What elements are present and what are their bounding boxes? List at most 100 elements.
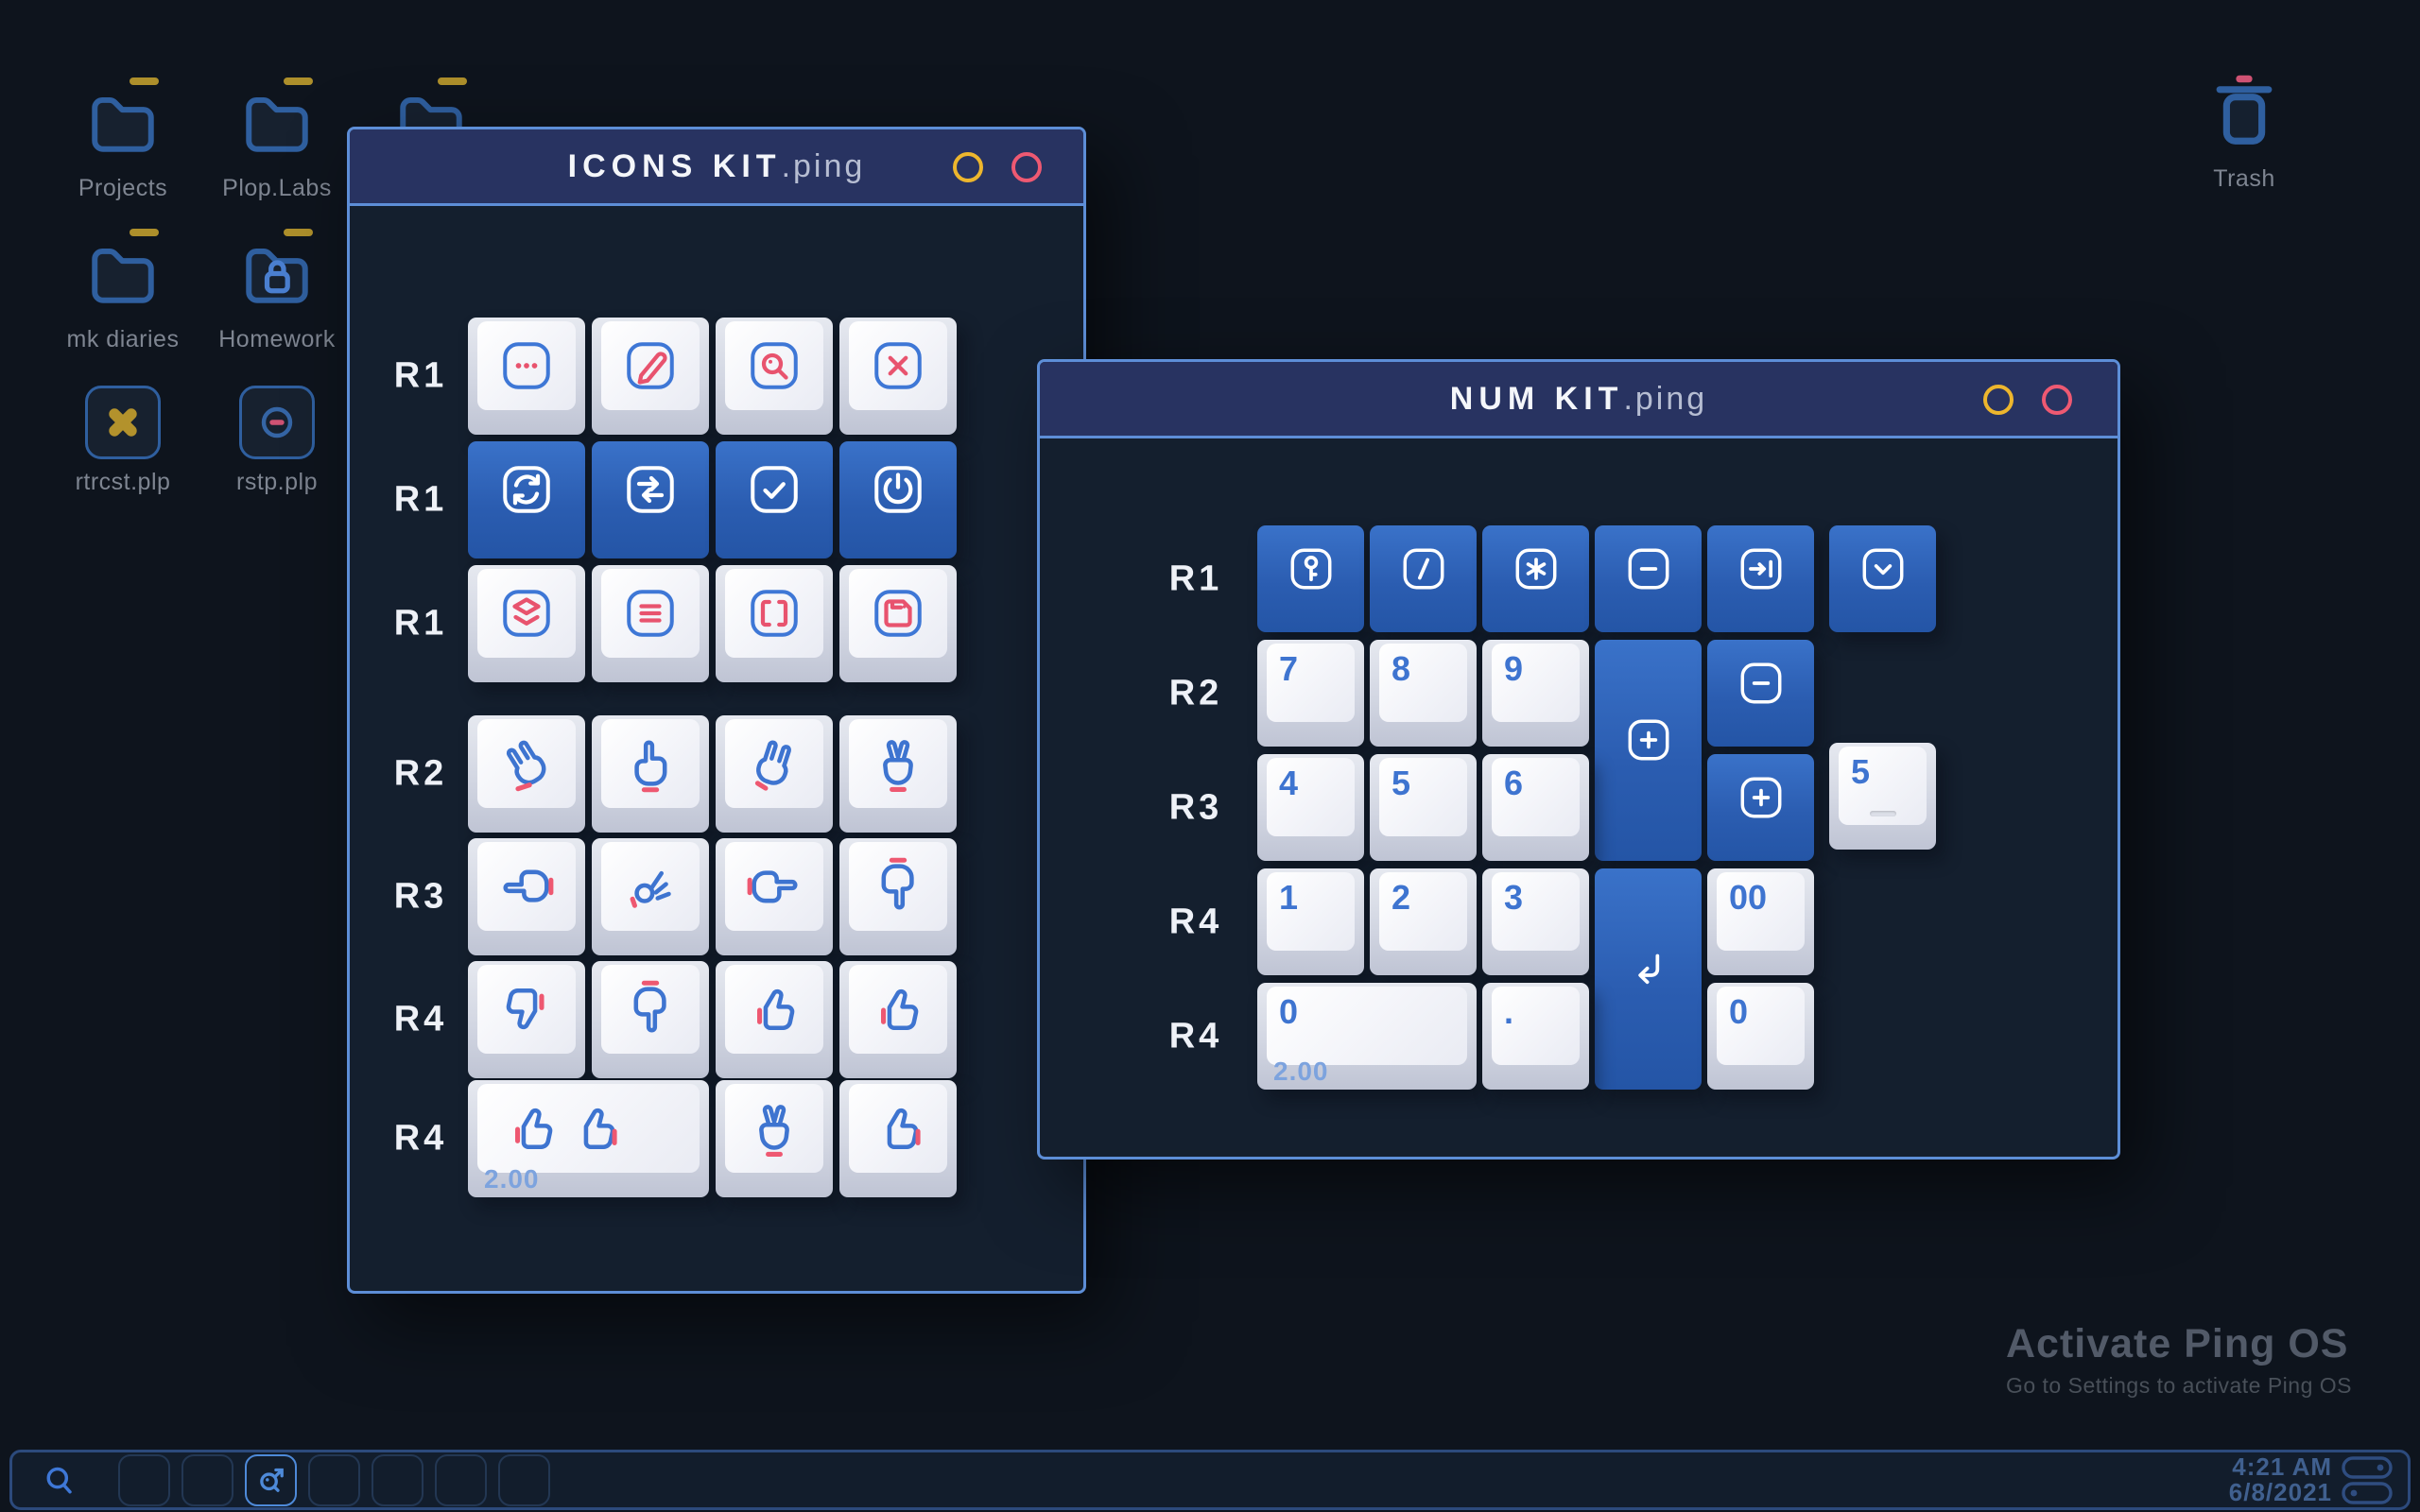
- minimize-button[interactable]: [1983, 385, 2014, 415]
- desktop-icon-label: Plop.Labs: [222, 175, 332, 201]
- search-icon: [751, 342, 798, 389]
- taskbar-slot[interactable]: [308, 1453, 360, 1506]
- desktop-icon-plop-labs[interactable]: Plop.Labs: [192, 77, 362, 202]
- keycap-tab: [1707, 525, 1814, 632]
- search-icon[interactable]: [39, 1460, 80, 1506]
- row-label: R2: [393, 753, 448, 794]
- keycap-slash: [1370, 525, 1477, 632]
- close-button[interactable]: [2042, 385, 2072, 415]
- titlebar-icons-kit[interactable]: ICONS KIT.ping: [350, 129, 1083, 206]
- keycap-hand-thumbs-down: [468, 961, 585, 1078]
- keycap-legend: .: [1504, 992, 1514, 1031]
- close-button[interactable]: [1011, 152, 1042, 182]
- key-icon: [1290, 548, 1331, 589]
- titlebar-num-kit[interactable]: NUM KIT.ping: [1040, 362, 2118, 438]
- clock-date: 6/8/2021: [2228, 1478, 2332, 1506]
- keycap-layers: [468, 565, 585, 682]
- hand-point-down-icon: [881, 857, 914, 910]
- keycap-crop: [716, 565, 833, 682]
- row-label: R1: [1168, 558, 1223, 598]
- activate-watermark: Activate Ping OS Go to Settings to activ…: [2006, 1321, 2352, 1399]
- keycap-5: 5: [1370, 754, 1477, 861]
- toggle-icon[interactable]: [2342, 1455, 2393, 1479]
- keycap-legend: 3: [1504, 878, 1524, 917]
- row-label: R4: [1168, 902, 1223, 941]
- folder-tab: [130, 229, 159, 236]
- window-title: NUM KIT.ping: [1449, 380, 1708, 417]
- keycap-hand-point-down: [592, 961, 709, 1078]
- taskbar-slot[interactable]: [372, 1453, 424, 1506]
- keycap-legend: 6: [1504, 764, 1524, 802]
- keycap-legend: 1: [1279, 878, 1299, 917]
- keycap-0: 0: [1707, 983, 1814, 1090]
- keycap-legend: 5: [1392, 764, 1411, 802]
- keycap-check: [716, 441, 833, 558]
- folder-tab: [130, 77, 159, 85]
- desktop-icon-label: Trash: [2213, 165, 2275, 192]
- taskbar: 4:21 AM 6/8/2021: [9, 1450, 2411, 1510]
- window-title: ICONS KIT.ping: [567, 147, 866, 184]
- keycap-6: 6: [1482, 754, 1589, 861]
- keycap-ellipsis: [468, 318, 585, 435]
- taskbar-slot[interactable]: [498, 1453, 550, 1506]
- enter-icon: [1637, 954, 1659, 985]
- toggle-icon[interactable]: [2342, 1481, 2393, 1504]
- folder-icon: [92, 96, 154, 152]
- desktop-icon-projects[interactable]: Projects: [38, 77, 208, 202]
- hand-thumbs-up-l-icon: [515, 1108, 553, 1149]
- hand-peace-icon: [759, 1105, 789, 1157]
- desktop-icon-homework[interactable]: Homework: [192, 229, 362, 353]
- keycap-hand-point-up: [592, 715, 709, 833]
- desktop-icon-mk-diaries[interactable]: mk diaries: [38, 229, 208, 353]
- desktop-icon-trash[interactable]: Trash: [2159, 70, 2329, 193]
- pencil-icon: [627, 342, 674, 389]
- hand-point-left-icon: [503, 869, 554, 902]
- keycap-swap: [592, 441, 709, 558]
- hand-thumbs-up-l-icon: [757, 988, 795, 1030]
- keycap-.: .: [1482, 983, 1589, 1090]
- chevron-down-icon: [1862, 548, 1903, 589]
- taskbar-slot[interactable]: [182, 1453, 233, 1506]
- menu-icon: [627, 590, 674, 637]
- desktop-icon-rtrcst-plp[interactable]: rtrcst.plp: [38, 386, 208, 496]
- keycap-hand-rock-left: [468, 715, 585, 833]
- taskbar-slot[interactable]: [118, 1453, 170, 1506]
- keycap-hand-peace: [839, 715, 957, 833]
- system-tray: 4:21 AM 6/8/2021: [2228, 1452, 2393, 1506]
- keycap-9: 9: [1482, 640, 1589, 747]
- keycap-save: [839, 565, 957, 682]
- minimize-button[interactable]: [953, 152, 983, 182]
- activate-subtitle: Go to Settings to activate Ping OS: [2005, 1373, 2352, 1398]
- desktop-icon-rstp-plp[interactable]: rstp.plp: [192, 386, 362, 496]
- row-label: R4: [393, 1118, 448, 1159]
- folder-tab: [284, 229, 313, 236]
- hand-thumbs-up-l-icon: [881, 988, 919, 1030]
- keycap-asterisk: [1482, 525, 1589, 632]
- hand-point-down-icon: [633, 980, 666, 1033]
- hand-thumbs-up-r-icon: [887, 1108, 921, 1149]
- plus-icon: [1628, 719, 1668, 761]
- keycap-legend: 7: [1279, 649, 1299, 688]
- row-label: R4: [393, 999, 448, 1040]
- taskbar-slot[interactable]: [435, 1453, 487, 1506]
- taskbar-slot-active[interactable]: [245, 1453, 297, 1506]
- desktop-icon-label: rtrcst.plp: [75, 469, 171, 495]
- keycap-legend: 00: [1729, 878, 1768, 917]
- keycap-1: 1: [1257, 868, 1364, 975]
- plus-icon: [1740, 777, 1781, 817]
- keycap-search: [716, 318, 833, 435]
- keycap-hand-thumbs-up-l-hand-thumbs-up-r: 2.00: [468, 1080, 709, 1197]
- slash-icon: [1403, 548, 1443, 589]
- hand-ok-icon: [630, 870, 671, 908]
- keycap-7: 7: [1257, 640, 1364, 747]
- desktop-icon-label: Homework: [218, 326, 336, 352]
- keycap-enter: [1595, 868, 1702, 1090]
- keycap-legend: 4: [1279, 764, 1299, 802]
- keycap-hand-thumbs-up-l: [716, 961, 833, 1078]
- layers-icon: [503, 590, 550, 637]
- keycap-8: 8: [1370, 640, 1477, 747]
- keycap-legend: 0: [1279, 992, 1299, 1031]
- crop-icon: [751, 590, 798, 637]
